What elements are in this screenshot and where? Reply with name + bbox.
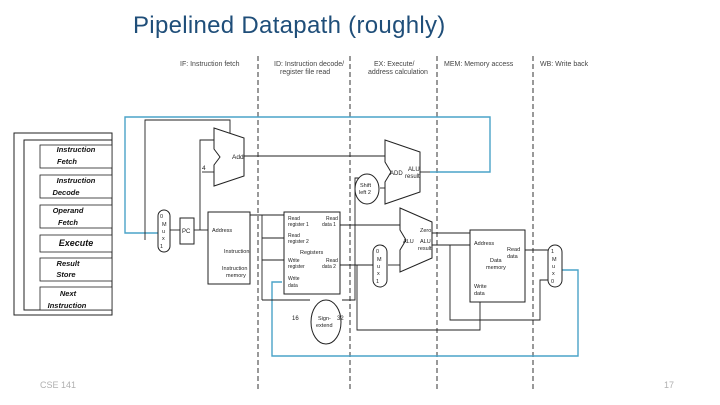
dm-read-1: Read (507, 247, 520, 253)
pc-mux-u: u (162, 229, 165, 235)
alu-mux-m: M (377, 257, 382, 263)
wb-mux-1: 1 (551, 249, 554, 255)
footer-course: CSE 141 (40, 380, 77, 390)
cycle-step-4-line1: Execute (59, 238, 94, 248)
stage-header-if: IF: Instruction fetch (180, 61, 240, 68)
stage-header-mem: MEM: Memory access (444, 61, 514, 68)
footer-page-number: 17 (664, 380, 675, 390)
alu-mux-u: u (377, 264, 380, 270)
sign-extend (310, 299, 342, 345)
rf-read-reg2-2: register 2 (288, 239, 309, 245)
cycle-step-1-line2: Fetch (57, 157, 77, 166)
cycle-step-2-line1: Instruction (57, 176, 96, 185)
wb-mux-0: 0 (551, 279, 554, 285)
rf-name: Registers (300, 250, 323, 256)
instruction-cycle-flowchart (13, 132, 113, 316)
pc-mux-x: x (162, 236, 165, 242)
alu-mux-x: x (377, 271, 380, 277)
rf-read-data2-2: data 2 (322, 264, 336, 270)
sign-extend-in-width: 16 (292, 316, 299, 322)
sign-extend-out-width: 32 (337, 316, 344, 322)
rf-read-data1-1: Read (326, 216, 338, 222)
wb-mux-u: u (552, 264, 555, 270)
pc-register (179, 217, 195, 245)
rf-read-reg2-1: Read (288, 233, 300, 239)
cycle-step-2-line2: Decode (52, 188, 79, 197)
alu-result-2: result (418, 246, 432, 252)
alu-src-mux (372, 244, 388, 288)
branch-adder-result-1: ALU (408, 167, 420, 173)
dm-write-2: data (474, 291, 486, 297)
cycle-step-3-line2: Fetch (58, 218, 78, 227)
register-file (283, 211, 341, 295)
imem-address-label: Address (212, 228, 232, 234)
alu-zero-label: Zero (420, 228, 431, 234)
dm-name-2: memory (486, 265, 506, 271)
dm-write-1: Write (474, 284, 487, 290)
alu-result-1: ALU (420, 239, 431, 245)
feedback-wires (124, 116, 579, 357)
pc-mux (157, 209, 171, 253)
branch-adder (384, 139, 421, 205)
stage-header-id-1: ID: Instruction decode/ (274, 61, 344, 68)
dm-address-label: Address (474, 241, 494, 247)
stage-header-id-2: register file read (280, 69, 330, 76)
alu-mux-1: 1 (376, 279, 379, 285)
constant-four-label: 4 (202, 165, 206, 172)
branch-adder-label: ADD (390, 171, 403, 177)
slide-title: Pipelined Datapath (roughly) (133, 12, 446, 39)
rf-write-reg-2: register (288, 264, 305, 270)
rf-read-reg1-1: Read (288, 216, 300, 222)
pc-mux-m: M (162, 222, 167, 228)
branch-adder-result-2: result (405, 174, 420, 180)
cycle-step-6-line2: Instruction (48, 301, 87, 310)
main-alu (399, 207, 433, 273)
imem-name-2: memory (226, 273, 246, 279)
pc-mux-0: 0 (160, 214, 163, 220)
imem-instruction-label: Instruction (224, 249, 249, 255)
dm-name-1: Data (490, 258, 503, 264)
rf-write-data-1: Write (288, 276, 300, 282)
stage-header-ex-1: EX: Execute/ (374, 61, 415, 68)
pc-label: PC (182, 229, 191, 235)
sign-extend-label-1: Sign- (318, 316, 331, 322)
pc-adder (213, 127, 245, 187)
alu-mux-0: 0 (376, 249, 379, 255)
data-memory (469, 229, 526, 303)
wb-mux-m: M (552, 257, 557, 263)
sign-extend-label-2: extend (316, 323, 333, 329)
pc-mux-1: 1 (160, 244, 163, 250)
writeback-mux (547, 244, 563, 288)
alu-label: ALU (403, 239, 414, 245)
stage-header-wb: WB: Write back (540, 61, 589, 68)
cycle-step-1-line1: Instruction (57, 145, 96, 154)
stage-header-ex-2: address calculation (368, 69, 428, 76)
pc-adder-label: Add (232, 154, 244, 161)
cycle-step-3-line1: Operand (53, 206, 84, 215)
rf-read-data1-2: data 1 (322, 222, 336, 228)
dm-read-2: data (507, 254, 519, 260)
cycle-step-6-line1: Next (60, 289, 77, 298)
shift-left-2 (354, 173, 380, 205)
rf-write-reg-1: Write (288, 258, 300, 264)
rf-write-data-2: data (288, 283, 298, 289)
imem-name-1: Instruction (222, 266, 247, 272)
wb-mux-x: x (552, 271, 555, 277)
shift-label-1: Shift (360, 183, 371, 189)
rf-read-data2-1: Read (326, 258, 338, 264)
cycle-step-5-line2: Store (56, 270, 75, 279)
shift-label-2: left 2 (359, 190, 371, 196)
cycle-step-5-line1: Result (57, 259, 80, 268)
instruction-memory (207, 211, 251, 285)
rf-read-reg1-2: register 1 (288, 222, 309, 228)
